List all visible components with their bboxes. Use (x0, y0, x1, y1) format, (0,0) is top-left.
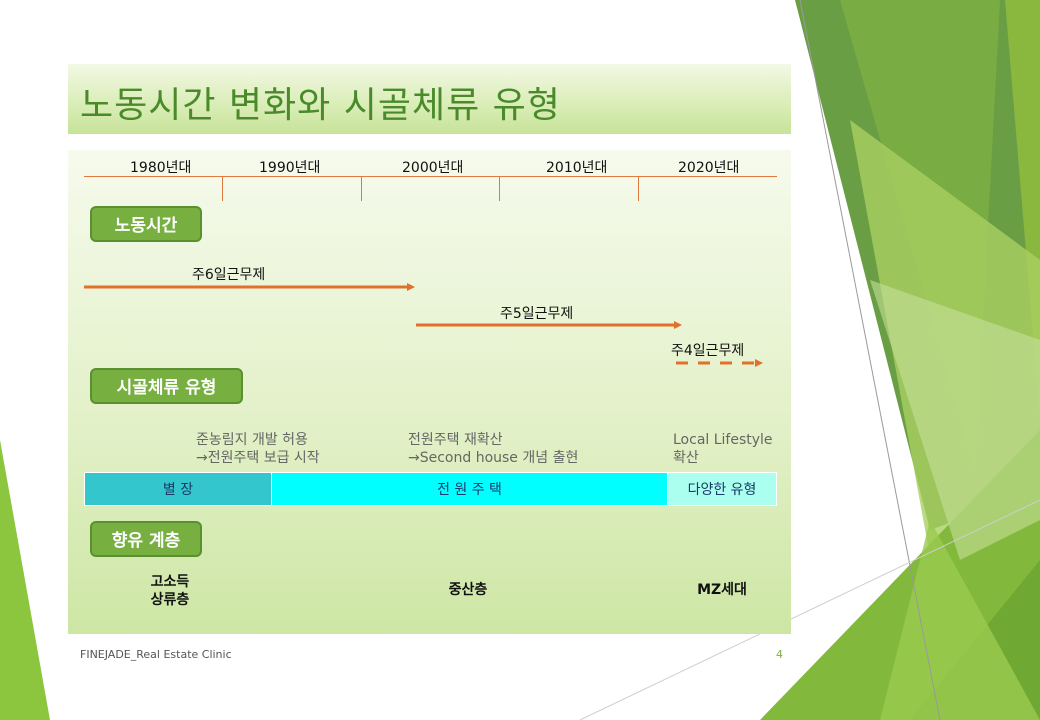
five-day-label: 주5일근무제 (500, 306, 574, 322)
year-label: 2000년대 (402, 160, 464, 176)
class-mz: MZ세대 (697, 582, 747, 598)
footer-text: FINEJADE_Real Estate Clinic (80, 648, 232, 661)
class-high-income: 고소득 상류층 (150, 574, 190, 608)
timeline-tick (222, 177, 223, 201)
note-local-lifestyle: Local Lifestyle 확산 (673, 432, 773, 466)
bar-country-house: 전 원 주 택 (271, 472, 668, 506)
timeline-tick (361, 177, 362, 201)
year-label: 2020년대 (678, 160, 740, 176)
six-day-label: 주6일근무제 (192, 267, 266, 283)
year-label: 2010년대 (546, 160, 608, 176)
section-tag-class: 향유 계층 (90, 521, 202, 557)
section-tag-working-hours: 노동시간 (90, 206, 202, 242)
year-label: 1990년대 (259, 160, 321, 176)
timeline-tick (499, 177, 500, 201)
section-tag-stay-type: 시골체류 유형 (90, 368, 243, 404)
year-label: 1980년대 (130, 160, 192, 176)
class-middle: 중산층 (448, 582, 488, 598)
bar-villa: 별 장 (84, 472, 272, 506)
four-day-label: 주4일근무제 (671, 343, 745, 359)
note-second-house: 전원주택 재확산 →Second house 개념 출현 (408, 432, 579, 466)
timeline-axis (84, 176, 777, 177)
slide-title: 노동시간 변화와 시골체류 유형 (80, 85, 561, 126)
note-land-development: 준농림지 개발 허용 →전원주택 보급 시작 (196, 432, 320, 466)
title-band (68, 64, 791, 134)
bar-diverse: 다양한 유형 (667, 472, 777, 506)
page-number: 4 (776, 648, 783, 661)
timeline-tick (638, 177, 639, 201)
